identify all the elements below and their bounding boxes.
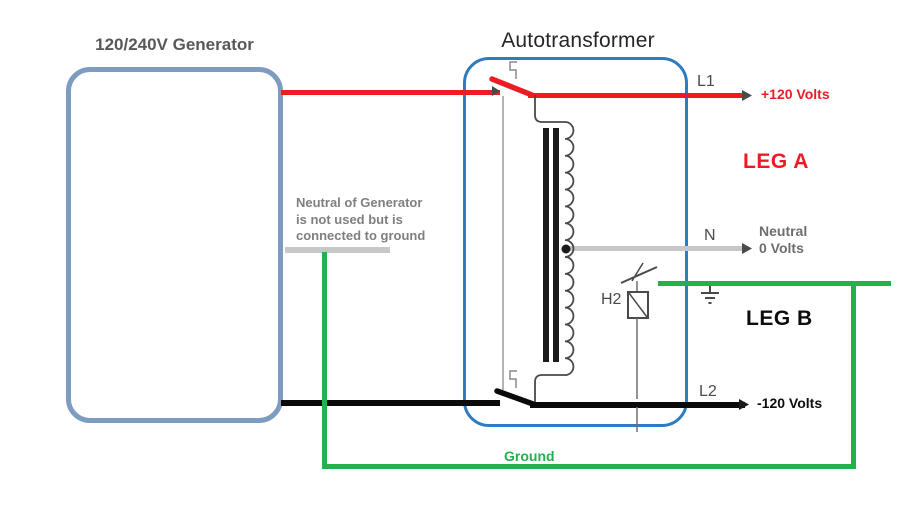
- earth-ground-icon: [701, 286, 719, 304]
- ground-wire-right-vertical: [851, 283, 856, 469]
- neutral-name-label: Neutral: [759, 223, 808, 239]
- l2-terminal-arrow-icon: [739, 399, 749, 410]
- autotransformer-title: Autotransformer: [501, 29, 655, 52]
- ground-wire-label: Ground: [504, 448, 555, 464]
- generator-neutral-stub: [285, 247, 390, 253]
- l1-voltage-label: +120 Volts: [761, 86, 830, 102]
- autotransformer-box: [463, 57, 688, 427]
- l1-feed-arrow-icon: [492, 86, 500, 96]
- neutral-note: Neutral of Generator is not used but is …: [296, 195, 425, 245]
- center-tap-dot: [561, 244, 571, 254]
- bottom-switch-hook-icon: [509, 370, 517, 388]
- winding-coil: [564, 121, 575, 376]
- winding-top-lead: [534, 95, 565, 123]
- l1-terminal-arrow-icon: [742, 90, 752, 101]
- l1-wire-generator-segment: [281, 90, 500, 95]
- l1-terminal-label: L1: [697, 73, 715, 90]
- h2-fuse-diagonal: [628, 292, 648, 318]
- generator-box: [66, 67, 283, 423]
- ground-wire-left-vertical: [322, 252, 327, 469]
- ground-wire-top-right: [658, 281, 891, 286]
- l2-terminal-label: L2: [699, 383, 717, 400]
- neutral-terminal-arrow-icon: [742, 243, 752, 254]
- h2-switch-blade: [620, 266, 658, 284]
- winding-bottom-lead: [534, 374, 565, 402]
- leg-a-label: LEG A: [743, 150, 809, 173]
- l2-wire-output-segment: [530, 402, 745, 408]
- generator-title: 120/240V Generator: [95, 35, 254, 54]
- top-switch-hook-icon: [509, 61, 517, 79]
- h2-switch-tick: [631, 262, 644, 282]
- l2-voltage-label: -120 Volts: [757, 395, 823, 411]
- neutral-voltage-label: 0 Volts: [759, 240, 804, 256]
- h2-fuse-label: H2: [601, 291, 622, 308]
- l1-switch-blade: [489, 76, 535, 98]
- ground-wire-bottom: [322, 464, 856, 469]
- leg-b-label: LEG B: [746, 307, 813, 330]
- l2-wire-generator-segment: [281, 400, 500, 406]
- l1-wire-output-segment: [528, 93, 748, 98]
- neutral-terminal-label: N: [704, 227, 716, 244]
- neutral-wire: [566, 246, 748, 251]
- l2-switch-blade: [494, 388, 536, 407]
- neutral-note-line1: Neutral of Generator: [296, 195, 423, 210]
- neutral-note-line3: connected to ground: [296, 228, 426, 243]
- neutral-note-line2: is not used but is: [296, 211, 403, 227]
- core-bar-right: [553, 128, 559, 362]
- core-bar-left: [543, 128, 549, 362]
